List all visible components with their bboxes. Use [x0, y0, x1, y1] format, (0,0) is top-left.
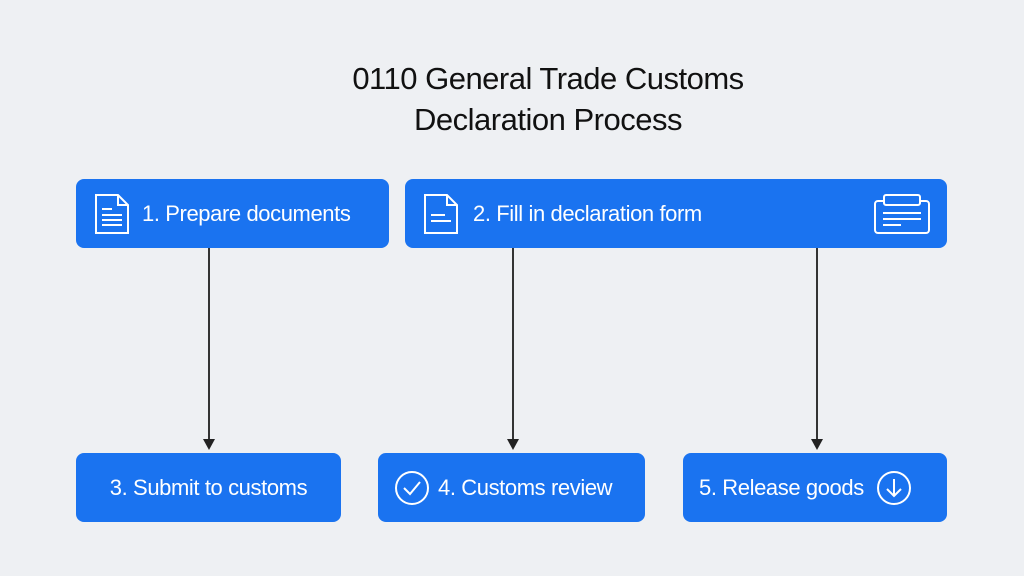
- download-circle-icon: [876, 470, 911, 505]
- form-icon: [874, 193, 930, 234]
- step-label: 4. Customs review: [438, 474, 613, 500]
- title-line-2: Declaration Process: [414, 102, 682, 137]
- step-2-box: 2. Fill in declaration form: [405, 179, 947, 248]
- arrow-1-to-3: [208, 248, 210, 440]
- arrow-2-to-4: [512, 248, 514, 440]
- step-label: 5. Release goods: [699, 474, 864, 500]
- title-line-1: 0110 General Trade Customs: [352, 61, 744, 96]
- document-icon: [424, 193, 458, 234]
- check-circle-icon: [395, 470, 429, 505]
- arrow-head: [507, 439, 519, 450]
- step-4-box: 4. Customs review: [378, 453, 645, 522]
- step-label: 2. Fill in declaration form: [473, 200, 702, 226]
- step-3-box: 3. Submit to customs: [76, 453, 341, 522]
- document-icon: [95, 193, 129, 234]
- arrow-2-to-5: [816, 248, 818, 440]
- step-1-box: 1. Prepare documents: [76, 179, 389, 248]
- arrow-head: [811, 439, 823, 450]
- page-title: 0110 General Trade Customs Declaration P…: [240, 58, 856, 140]
- step-label: 1. Prepare documents: [142, 200, 351, 226]
- step-5-box: 5. Release goods: [683, 453, 947, 522]
- arrow-head: [203, 439, 215, 450]
- step-label: 3. Submit to customs: [109, 474, 308, 500]
